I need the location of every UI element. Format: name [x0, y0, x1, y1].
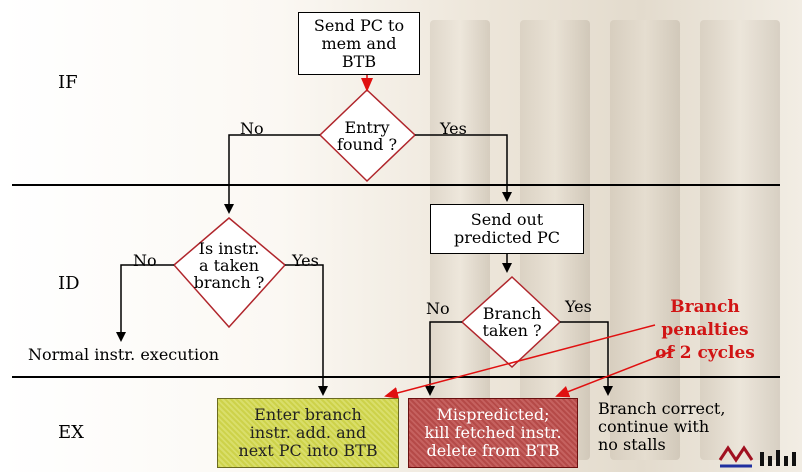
entry-found-diamond: [318, 88, 417, 183]
entry-yes-label: Yes: [440, 119, 467, 138]
branch-correct-text: Branch correct, continue with no stalls: [598, 399, 726, 454]
taken-yes-label: Yes: [292, 251, 319, 270]
is-taken-diamond: [172, 217, 287, 329]
send-predicted-pc-box: Send out predicted PC: [430, 204, 584, 254]
column-shape: [610, 20, 680, 460]
column-shape: [700, 20, 780, 460]
enter-branch-box: Enter branch instr. add. and next PC int…: [217, 398, 399, 468]
is-taken-text: Is instr. a taken branch ?: [193, 239, 265, 292]
entry-no-label: No: [240, 119, 264, 138]
bt-no-label: No: [426, 299, 450, 318]
mispredicted-box: Mispredicted; kill fetched instr. delete…: [408, 398, 578, 468]
university-logo-icon: [716, 440, 802, 472]
arrow-taken-yes: [285, 264, 328, 396]
arrow-entry-no: [224, 134, 320, 214]
arrow-entry-yes: [415, 134, 512, 202]
branch-taken-text: Branch taken ?: [482, 304, 542, 340]
stage-label-if: IF: [58, 72, 78, 93]
send-pc-box: Send PC to mem and BTB: [298, 12, 420, 75]
bt-yes-label: Yes: [565, 297, 592, 316]
arrow-bt-yes: [560, 321, 613, 396]
penalty-arrow-enter-branch: [384, 324, 656, 399]
entry-found-text: Entry found ?: [336, 118, 398, 154]
branch-penalty-annotation: Branch penalties of 2 cycles: [655, 297, 755, 363]
taken-no-label: No: [133, 251, 157, 270]
penalty-arrow-mispredicted: [555, 349, 676, 398]
normal-execution-text: Normal instr. execution: [28, 345, 220, 364]
branch-taken-diamond: [460, 275, 562, 369]
stage-label-ex: EX: [58, 422, 84, 443]
arrow-bt-no: [425, 321, 462, 396]
arrow-taken-no: [116, 264, 174, 342]
stage-label-id: ID: [58, 273, 80, 294]
